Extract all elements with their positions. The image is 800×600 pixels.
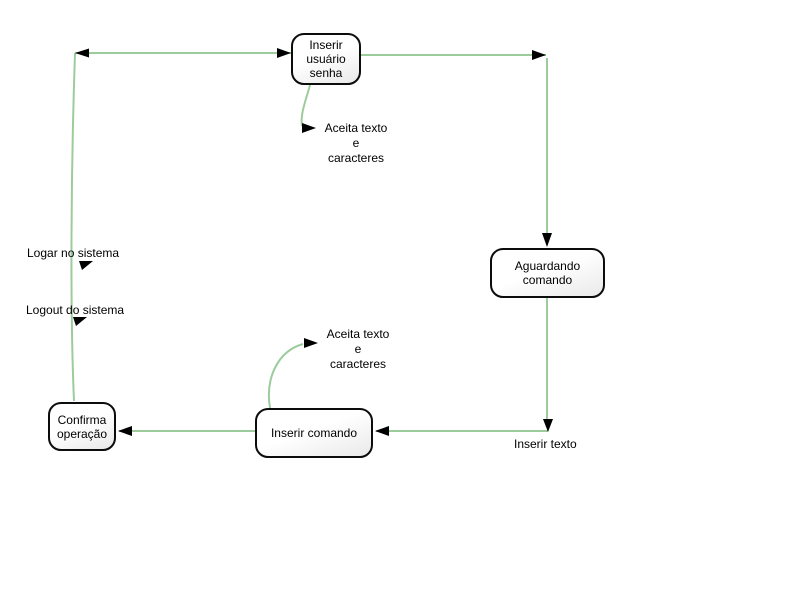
connector-command-selfnote[interactable] bbox=[268, 343, 304, 409]
arrowhead-bottom-corner-icon bbox=[543, 419, 553, 432]
state-node-inserir-comando[interactable]: Inserir comando bbox=[255, 408, 373, 458]
arrowhead-logar-icon bbox=[79, 261, 93, 270]
arrowhead-aceita-top-icon bbox=[302, 123, 316, 133]
connector-login-selfnote[interactable] bbox=[300, 84, 311, 127]
arrowhead-aceita-bottom-icon bbox=[304, 338, 318, 348]
arrowhead-into-login-icon bbox=[277, 48, 291, 58]
state-node-aguardando-comando[interactable]: Aguardando comando bbox=[490, 248, 605, 298]
arrowhead-left-corner-icon bbox=[75, 48, 89, 58]
arrowhead-into-confirm-icon bbox=[118, 426, 132, 436]
edge-label-aceita-texto-bottom: Aceita texto e caracteres bbox=[326, 327, 390, 371]
edge-label-aceita-texto-top: Aceita texto e caracteres bbox=[324, 121, 388, 165]
arrowhead-into-command-icon bbox=[375, 426, 389, 436]
connector-left-vertical[interactable] bbox=[70, 52, 76, 402]
edge-label-inserir-texto: Inserir texto bbox=[514, 437, 577, 451]
arrowhead-right-corner-icon bbox=[532, 50, 546, 60]
arrowhead-into-waiting-icon bbox=[542, 233, 552, 247]
state-node-confirma-operacao[interactable]: Confirma operação bbox=[48, 402, 116, 451]
edge-label-logar-no-sistema: Logar no sistema bbox=[27, 246, 120, 260]
edge-label-logout-do-sistema: Logout do sistema bbox=[26, 303, 125, 317]
arrowhead-logout-icon bbox=[73, 317, 87, 326]
state-node-inserir-usuario-senha[interactable]: Inserir usuário senha bbox=[291, 33, 361, 85]
